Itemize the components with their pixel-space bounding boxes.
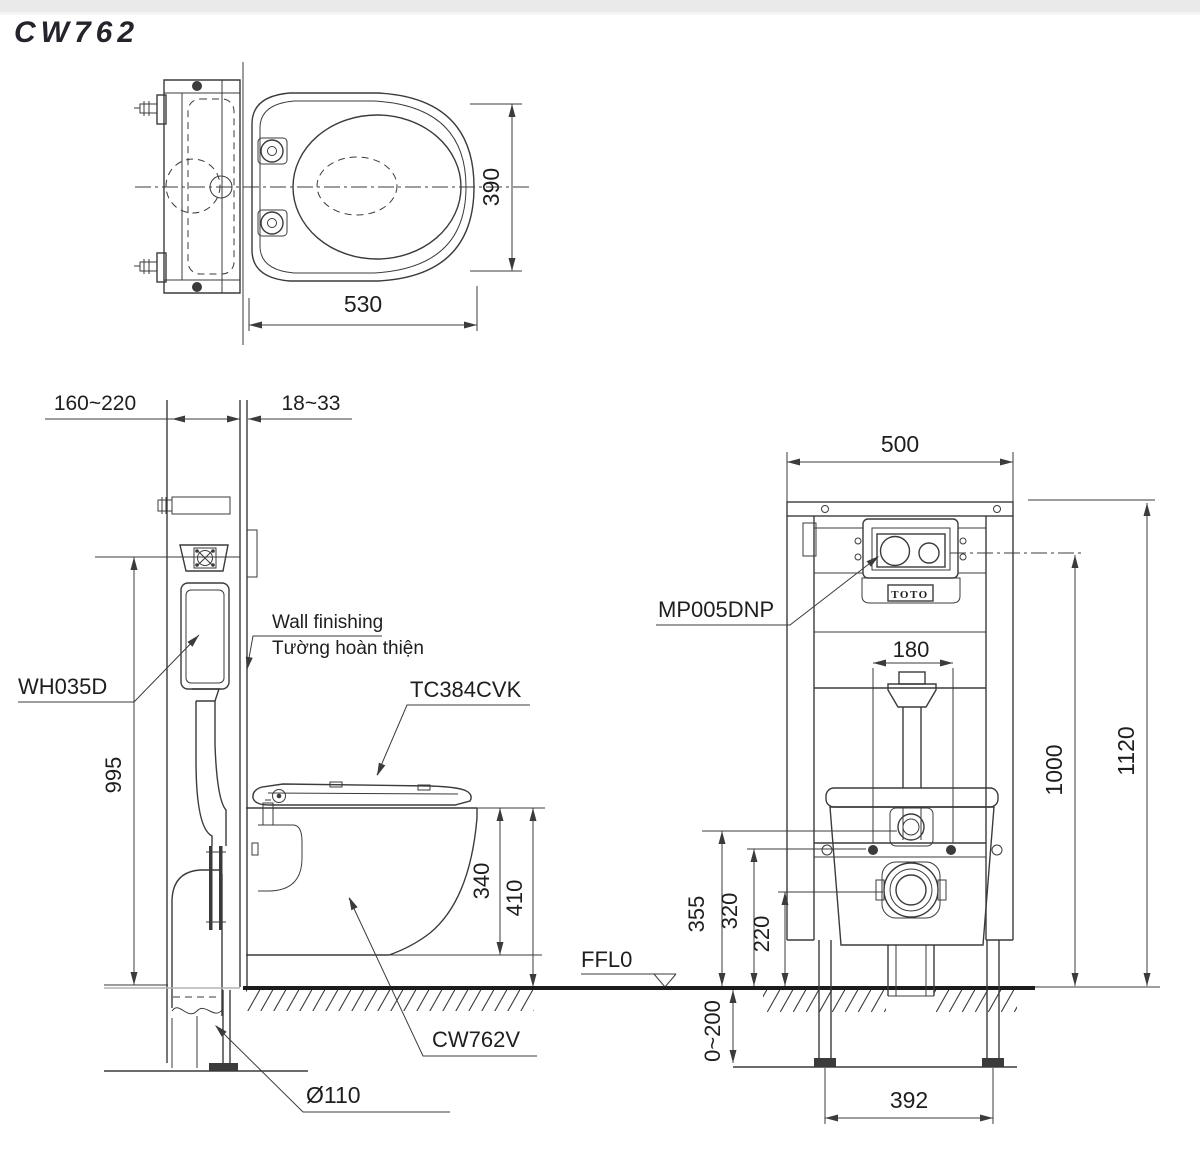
dim-leg-adjust: 0~200	[700, 1000, 725, 1062]
dim-bowl-height: 340	[469, 863, 494, 900]
label-cistern: WH035D	[18, 674, 107, 699]
dim-inlet-center: 355	[684, 896, 709, 933]
flush-button-large	[879, 535, 911, 567]
dim-total-width: 530	[344, 291, 382, 317]
brand-logo: TOTO	[891, 589, 928, 601]
dim-inlet-height: 995	[101, 757, 126, 794]
dim-pipe-width: 180	[893, 637, 930, 662]
label-wall-finishing-en: Wall finishing	[272, 612, 383, 633]
dim-frame-width: 500	[881, 431, 919, 457]
sheet-top-border-fade	[0, 12, 1200, 15]
label-bowl-model: CW762V	[432, 1027, 520, 1052]
page-title: CW762	[14, 16, 139, 49]
dim-rim-height: 410	[502, 880, 527, 917]
floor-line	[243, 986, 1160, 1015]
label-flush-plate: MP005DNP	[658, 597, 774, 622]
ground-hatch-left	[246, 990, 534, 1011]
dim-feet-span: 392	[890, 1087, 928, 1113]
front-view: 500 TOTO MP005DNP	[656, 431, 1155, 1124]
label-floor-level: FFL0	[581, 947, 632, 972]
side-view: 160~220 18~33	[18, 392, 677, 1113]
label-drain-diameter: Ø110	[306, 1082, 361, 1108]
dim-outlet-center: 220	[749, 916, 774, 953]
dim-wall-finish: 18~33	[282, 392, 341, 415]
label-wall-finishing-vi: Tường hoàn thiện	[272, 638, 424, 659]
dim-plate-height: 1000	[1041, 744, 1067, 795]
sheet-top-border	[0, 0, 1200, 12]
flush-button-small	[918, 542, 940, 564]
top-view: 390 530	[134, 62, 530, 345]
dim-frame-height: 1120	[1113, 726, 1139, 775]
dim-frame-depth: 160~220	[54, 392, 136, 415]
dim-seat-depth: 390	[478, 168, 504, 206]
dim-bolt-center: 320	[717, 893, 742, 930]
label-seat: TC384CVK	[410, 677, 522, 702]
